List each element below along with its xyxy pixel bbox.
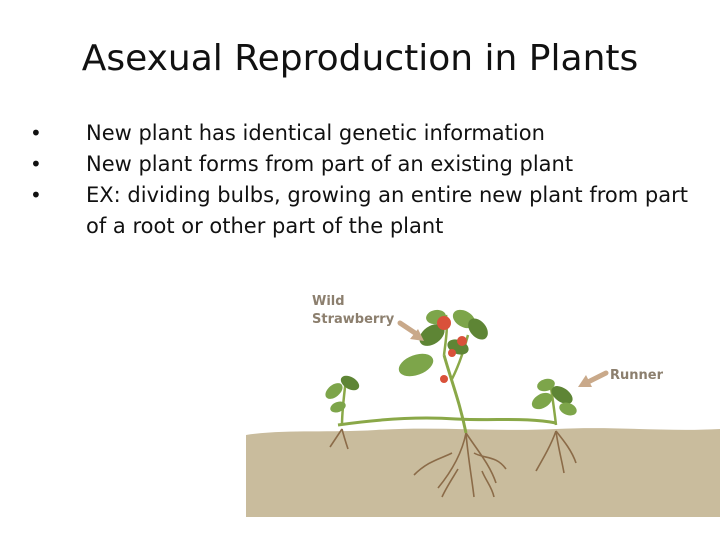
strawberry-runner-illustration: Wild Strawberry Runner	[246, 294, 720, 517]
bullet-marker: •	[30, 121, 42, 145]
bullet-item: • New plant forms from part of an existi…	[30, 149, 690, 180]
strawberry-plant-icon	[531, 378, 577, 426]
bullet-marker: •	[30, 152, 42, 176]
bullet-marker: •	[30, 183, 42, 207]
arrow-icon	[397, 320, 424, 341]
bullet-text: New plant forms from part of an existing…	[86, 152, 574, 176]
strawberry-plant-icon	[325, 375, 360, 426]
runner-label: Runner	[610, 368, 664, 383]
roots-icon	[329, 428, 577, 498]
arrow-icon	[578, 370, 609, 387]
strawberry-plant-icon	[398, 309, 488, 434]
wild-label-line2: Strawberry	[312, 312, 395, 327]
bullet-text: New plant has identical genetic informat…	[86, 121, 545, 145]
slide-title: Asexual Reproduction in Plants	[81, 38, 639, 79]
bullet-text: EX: dividing bulbs, growing an entire ne…	[86, 183, 688, 238]
wild-label-line1: Wild	[312, 294, 345, 309]
runner-stem	[337, 416, 557, 427]
bullet-item: • EX: dividing bulbs, growing an entire …	[30, 180, 690, 242]
bullet-item: • New plant has identical genetic inform…	[30, 118, 690, 149]
bullet-list: • New plant has identical genetic inform…	[30, 118, 690, 242]
